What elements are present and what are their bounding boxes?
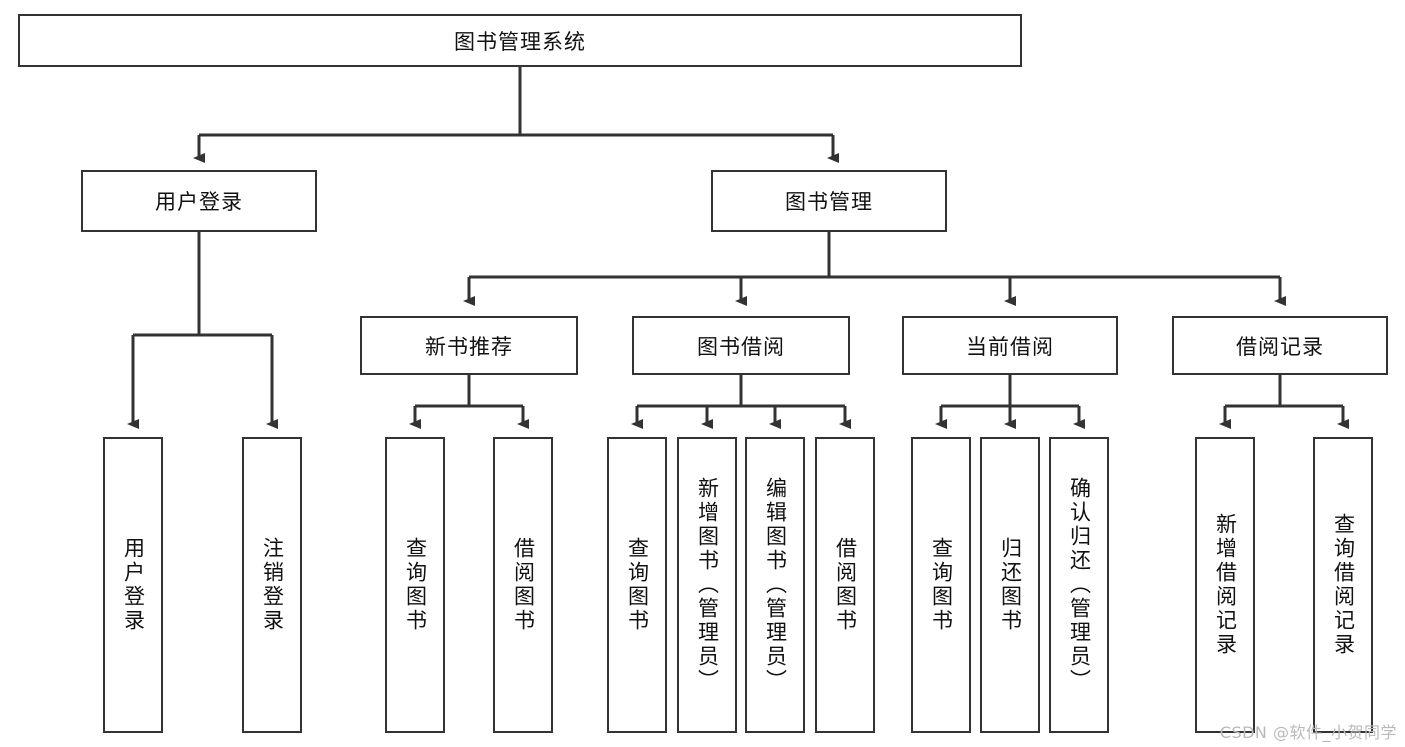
node-label: 新增图书（管理员） <box>695 477 720 693</box>
node-label: 查询图书 <box>929 537 954 633</box>
node-label: 借阅记录 <box>1236 334 1324 359</box>
node-label: 确认归还（管理员） <box>1067 477 1092 693</box>
leaf-book-borrow-lend[interactable]: 借阅图书 <box>815 437 875 733</box>
node-label: 图书管理系统 <box>454 29 586 54</box>
leaf-current-borrow-return[interactable]: 归还图书 <box>980 437 1040 733</box>
node-label: 查询图书 <box>625 537 650 633</box>
leaf-book-borrow-edit[interactable]: 编辑图书（管理员） <box>745 437 805 733</box>
leaf-book-borrow-add[interactable]: 新增图书（管理员） <box>677 437 737 733</box>
node-label: 查询图书 <box>403 537 428 633</box>
node-label: 图书管理 <box>785 190 873 214</box>
node-label: 用户登录 <box>155 190 243 214</box>
node-label: 查询借阅记录 <box>1331 513 1356 657</box>
leaf-user-login-logout[interactable]: 注销登录 <box>242 437 302 733</box>
node-label: 新增借阅记录 <box>1213 513 1238 657</box>
leaf-borrow-record-add[interactable]: 新增借阅记录 <box>1195 437 1255 733</box>
node-book-borrow[interactable]: 图书借阅 <box>632 316 850 375</box>
node-root[interactable]: 图书管理系统 <box>18 14 1022 67</box>
node-label: 用户登录 <box>121 537 146 633</box>
node-label: 注销登录 <box>260 537 285 633</box>
node-label: 图书借阅 <box>697 334 785 359</box>
leaf-user-login-login[interactable]: 用户登录 <box>103 437 163 733</box>
leaf-new-book-borrow[interactable]: 借阅图书 <box>493 437 553 733</box>
node-current-borrow[interactable]: 当前借阅 <box>902 316 1118 375</box>
node-label: 借阅图书 <box>511 537 536 633</box>
node-label: 归还图书 <box>998 537 1023 633</box>
leaf-book-borrow-query[interactable]: 查询图书 <box>607 437 667 733</box>
node-label: 借阅图书 <box>833 537 858 633</box>
leaf-current-borrow-query[interactable]: 查询图书 <box>911 437 971 733</box>
node-label: 当前借阅 <box>966 334 1054 359</box>
node-borrow-record[interactable]: 借阅记录 <box>1172 316 1388 375</box>
leaf-borrow-record-query[interactable]: 查询借阅记录 <box>1313 437 1373 733</box>
leaf-new-book-query[interactable]: 查询图书 <box>385 437 445 733</box>
watermark: CSDN @软件_小贺同学 <box>1219 723 1397 742</box>
node-label: 新书推荐 <box>425 334 513 359</box>
node-label: 编辑图书（管理员） <box>763 477 788 693</box>
node-new-book-recommend[interactable]: 新书推荐 <box>360 316 578 375</box>
node-book-management[interactable]: 图书管理 <box>711 170 947 232</box>
leaf-current-borrow-confirm-return[interactable]: 确认归还（管理员） <box>1049 437 1109 733</box>
node-user-login[interactable]: 用户登录 <box>81 170 317 232</box>
